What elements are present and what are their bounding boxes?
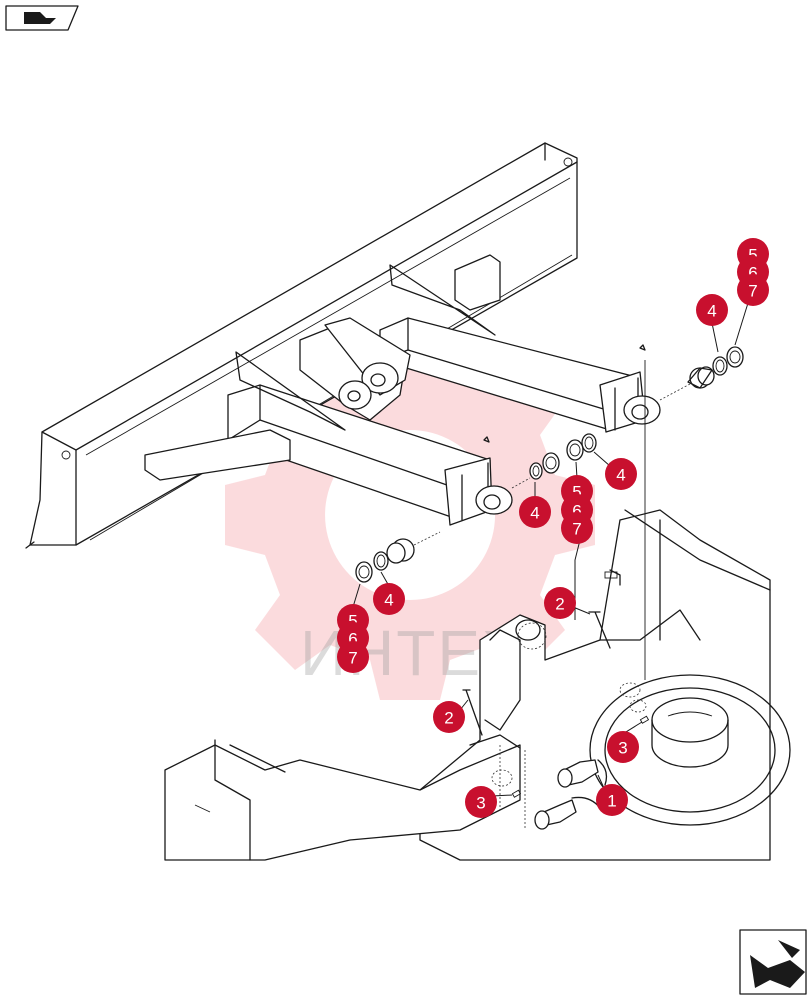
track-frame — [164, 734, 526, 861]
callout-3[interactable]: 3 — [607, 731, 639, 763]
callout-circle — [465, 786, 497, 818]
callout-label: 5 — [572, 483, 581, 502]
bolts — [462, 360, 650, 798]
pivot-pins — [534, 759, 608, 830]
right-hardware — [639, 344, 744, 401]
callout-label: 6 — [748, 264, 757, 283]
callout-circle — [737, 274, 769, 306]
callout-7[interactable]: 7 — [337, 641, 369, 673]
callout-label: 6 — [348, 630, 357, 649]
left-hardware — [355, 433, 597, 583]
callout-label: 5 — [748, 246, 757, 265]
callout-circle — [544, 587, 576, 619]
callout-label: 4 — [707, 302, 716, 321]
callout-label: 2 — [444, 709, 453, 728]
right-push-arm — [379, 254, 661, 433]
callout-label: 7 — [572, 520, 581, 539]
callout-label: 2 — [555, 595, 564, 614]
callout-circle — [605, 458, 637, 490]
callout-circle — [433, 701, 465, 733]
callout-label: 3 — [476, 794, 485, 813]
callout-7[interactable]: 7 — [737, 274, 769, 306]
callout-1[interactable]: 1 — [596, 784, 628, 816]
prev-page-arrow-icon[interactable] — [5, 5, 79, 31]
callout-label: 3 — [618, 739, 627, 758]
callout-label: 4 — [384, 591, 393, 610]
left-push-arm — [144, 351, 513, 526]
callout-label: 4 — [530, 504, 539, 523]
callout-circle — [519, 496, 551, 528]
callout-label: 6 — [572, 502, 581, 521]
callout-circle — [696, 294, 728, 326]
next-page-arrow-icon[interactable] — [739, 929, 807, 995]
center-bracket — [299, 317, 411, 421]
callout-label: 1 — [607, 792, 616, 811]
callout-label: 7 — [748, 282, 757, 301]
callout-4[interactable]: 4 — [519, 496, 551, 528]
callout-3[interactable]: 3 — [465, 786, 497, 818]
callout-circle — [561, 512, 593, 544]
callout-7[interactable]: 7 — [561, 512, 593, 544]
callout-4[interactable]: 4 — [373, 583, 405, 615]
callout-2[interactable]: 2 — [544, 587, 576, 619]
callout-label: 5 — [348, 612, 357, 631]
callout-label: 7 — [348, 649, 357, 668]
callout-4[interactable]: 4 — [605, 458, 637, 490]
callout-circle — [607, 731, 639, 763]
callout-circle — [373, 583, 405, 615]
callout-circle — [337, 641, 369, 673]
callout-4[interactable]: 4 — [696, 294, 728, 326]
callout-2[interactable]: 2 — [433, 701, 465, 733]
callout-label: 4 — [616, 466, 625, 485]
callout-circle — [596, 784, 628, 816]
